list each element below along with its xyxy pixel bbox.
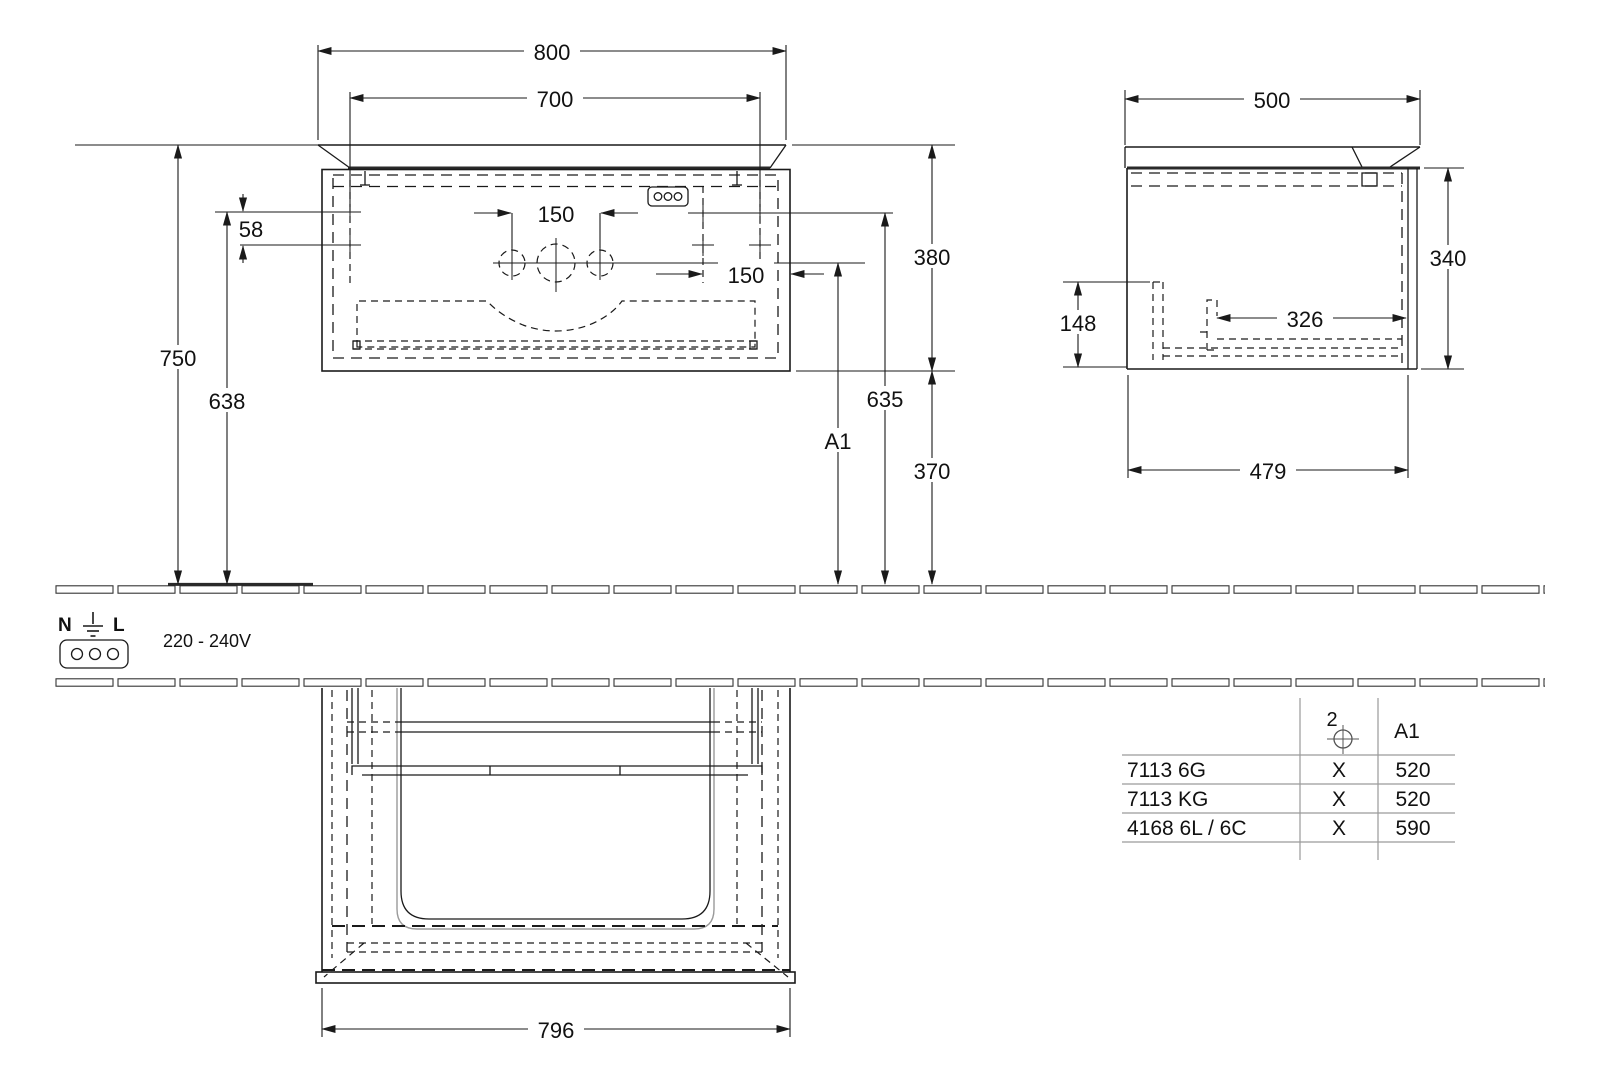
dim-800-label: 800 [534, 40, 571, 65]
towel-rail-front [352, 340, 758, 350]
dim-58-label: 58 [239, 217, 263, 242]
dim-58: 58 [215, 194, 352, 263]
neutral-label: N [58, 615, 72, 636]
line-label: L [113, 615, 125, 636]
dim-150-socket-label: 150 [728, 263, 765, 288]
dim-150-taps-label: 150 [538, 202, 575, 227]
dim-750: 750 [75, 144, 318, 585]
side-washbasin-outline [1124, 146, 1421, 170]
basin-recess-hidden [356, 300, 756, 348]
wall-section-lower [55, 678, 1545, 687]
rail-bracket-hidden [1200, 299, 1218, 351]
dim-796: 796 [321, 988, 791, 1043]
plan-front-panel [315, 971, 796, 984]
drill-cell: X [1332, 817, 1346, 840]
side-cabinet-outline [1126, 168, 1418, 370]
dim-479-label: 479 [1250, 459, 1287, 484]
dim-148-label: 148 [1060, 311, 1097, 336]
variants-table: 2 A1 7113 6G X 520 7113 KG X 520 4168 6L… [1122, 698, 1455, 860]
dim-326-label: 326 [1287, 307, 1324, 332]
model-cell: 7113 6G [1127, 759, 1206, 782]
table-header-a1: A1 [1394, 720, 1420, 743]
drill-position-icon [1327, 725, 1359, 754]
tap-hole-icons [493, 238, 619, 292]
washbasin-outline [317, 144, 787, 170]
cabinet-outline [321, 168, 791, 372]
electrical-connection: N L 220 - 240V [58, 612, 251, 669]
cabinet-hidden-edge [332, 174, 779, 359]
table-row: 7113 KG X 520 [1127, 788, 1431, 811]
table-row: 4168 6L / 6C X 590 [1127, 817, 1431, 840]
a1-cell: 520 [1395, 759, 1430, 782]
dim-635-label: 635 [867, 387, 904, 412]
model-cell: 4168 6L / 6C [1127, 817, 1246, 840]
dim-700: 700 [349, 86, 761, 207]
mounting-bracket-icon [360, 171, 742, 186]
dim-700-label: 700 [537, 87, 574, 112]
dim-150-socket: 150 [656, 262, 824, 288]
plan-view: 796 [315, 688, 796, 1043]
table-row: 7113 6G X 520 [1127, 759, 1431, 782]
plan-hidden-verticals [331, 690, 779, 958]
table-header-qty: 2 [1326, 709, 1337, 731]
siphon-cutout-hidden [1152, 281, 1164, 360]
earth-symbol-icon [83, 612, 103, 637]
dim-500-label: 500 [1254, 88, 1291, 113]
dim-340: 340 [1420, 167, 1476, 370]
plan-basin-outer [396, 688, 715, 930]
plan-drawer-slides [351, 688, 759, 764]
dim-148: 148 [1050, 281, 1150, 368]
dim-380-label: 380 [914, 245, 951, 270]
dim-479: 479 [1127, 375, 1409, 484]
plan-basin-inner [400, 688, 711, 920]
dim-a1-label: A1 [825, 429, 852, 454]
power-socket-icon [59, 639, 129, 669]
dim-750-label: 750 [160, 346, 197, 371]
a1-cell: 520 [1395, 788, 1430, 811]
drill-cell: X [1332, 788, 1346, 811]
front-view: 800 700 58 150 [75, 39, 960, 585]
voltage-label: 220 - 240V [163, 631, 251, 651]
model-cell: 7113 KG [1127, 788, 1208, 811]
plan-front-edges [315, 925, 796, 984]
dim-340-label: 340 [1430, 246, 1467, 271]
dim-638-label: 638 [209, 389, 246, 414]
dim-635: 635 [857, 212, 913, 585]
dim-500: 500 [1124, 87, 1421, 145]
dim-326: 326 [1216, 306, 1407, 332]
dim-800: 800 [317, 39, 787, 140]
a1-cell: 590 [1395, 817, 1430, 840]
drill-cell: X [1332, 759, 1346, 782]
plan-towel-rail [351, 765, 763, 776]
socket-cutout-icon [647, 186, 689, 207]
side-view: 500 340 148 326 479 [1050, 87, 1476, 484]
wall-section-upper [55, 582, 1545, 594]
dim-150-taps: 150 [474, 201, 638, 248]
dim-796-label: 796 [538, 1018, 575, 1043]
dim-370: 370 [904, 370, 960, 585]
dim-a1: A1 [816, 262, 860, 585]
plan-back-rails [347, 721, 762, 733]
side-hidden-edges [1131, 172, 1403, 363]
dim-638: 638 [199, 211, 255, 585]
dim-370-label: 370 [914, 459, 951, 484]
